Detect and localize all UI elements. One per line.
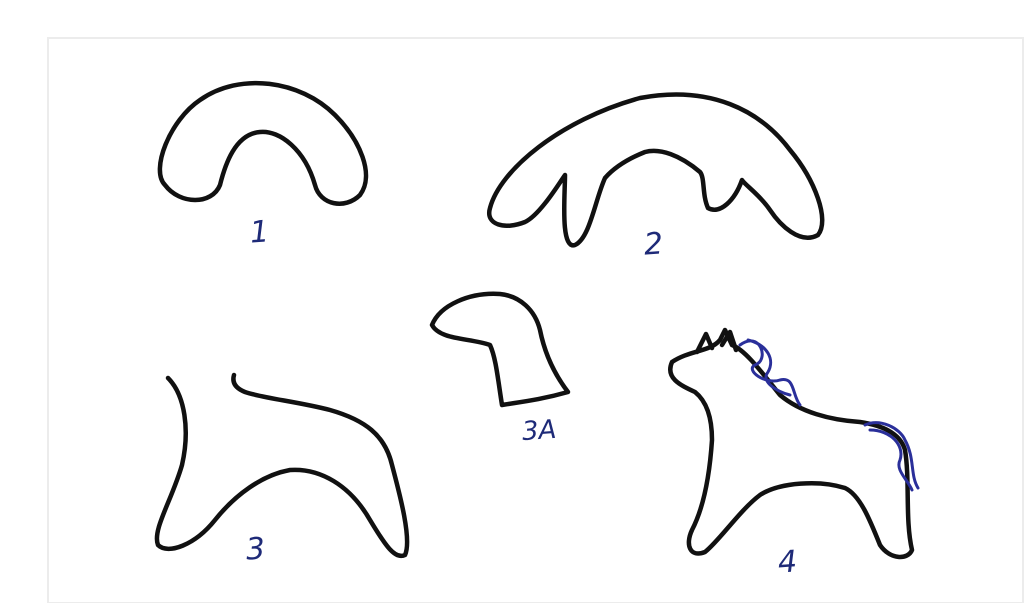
label-shape-2: 2 xyxy=(643,229,664,260)
label-shape-3: 3 xyxy=(245,534,266,565)
shape-4-mane xyxy=(740,340,800,405)
shape-1-arch xyxy=(160,83,366,204)
label-shape-3a: 3A xyxy=(521,417,557,445)
shape-3-body xyxy=(157,375,407,556)
shape-4-horse xyxy=(670,330,912,557)
label-shape-1: 1 xyxy=(249,217,270,248)
shape-2-body xyxy=(489,95,822,246)
label-shape-4: 4 xyxy=(777,547,798,578)
shape-3a-head xyxy=(432,294,568,405)
